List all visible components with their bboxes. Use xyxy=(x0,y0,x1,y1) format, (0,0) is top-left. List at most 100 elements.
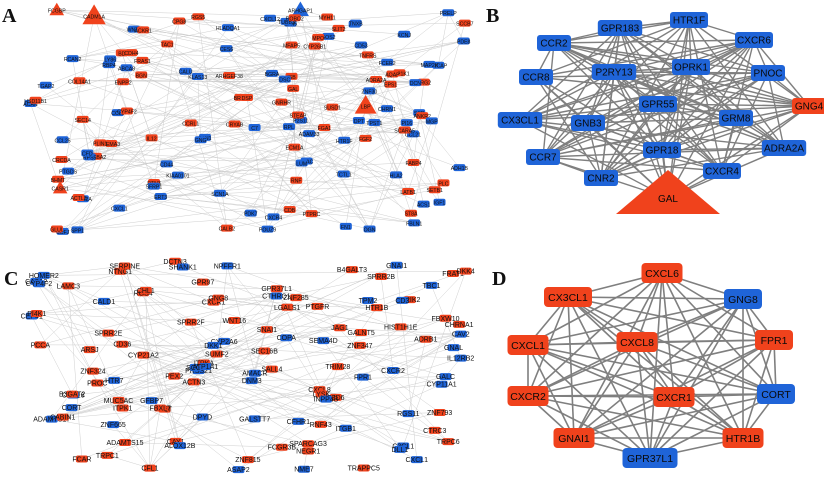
node-label: SPRR2E xyxy=(94,331,122,338)
node-cxcl1: CXCL1 xyxy=(507,335,549,355)
node-label: ALOX12B xyxy=(164,443,195,450)
node-box xyxy=(72,194,85,202)
network-node: IL12RB2 xyxy=(447,354,474,363)
node-label: GALC xyxy=(436,374,455,381)
node-box xyxy=(285,41,298,49)
node-label: CEP41 xyxy=(21,314,43,321)
network-node: KCNJ xyxy=(397,30,411,39)
node-label: ENPP2 xyxy=(115,80,132,86)
network-node: SHANK1 xyxy=(169,263,197,271)
network-node: SLIT2 xyxy=(332,24,346,33)
node-box xyxy=(218,337,231,345)
node-label: DKK1 xyxy=(204,343,222,350)
node-box xyxy=(107,421,120,429)
edge xyxy=(535,72,769,78)
node-label: CXCR1 xyxy=(656,392,692,404)
node-label: SHANK1 xyxy=(169,264,197,271)
node-box xyxy=(361,297,374,305)
node-box xyxy=(143,464,156,472)
node-box xyxy=(55,156,68,164)
node-box xyxy=(751,65,785,81)
edge xyxy=(82,110,128,199)
edge xyxy=(721,105,810,172)
network-node: FBXL7 xyxy=(150,404,171,413)
node-cxcr6: CXCR6 xyxy=(735,32,773,48)
node-box xyxy=(363,225,376,233)
node-label: CCR2 xyxy=(540,39,568,50)
edge xyxy=(246,97,414,135)
edge xyxy=(126,110,235,125)
edge xyxy=(124,347,454,443)
node-gng8: GNG8 xyxy=(724,289,762,309)
network-node: BHMT xyxy=(51,175,66,184)
network-node: B4GALT3 xyxy=(337,266,367,274)
network-node: FGA1 xyxy=(318,123,331,132)
node-box xyxy=(127,25,140,33)
node-label: WNT1 xyxy=(127,28,142,34)
network-node: TNXB xyxy=(349,19,363,28)
node-box xyxy=(105,139,118,147)
network-node: ZNF324 xyxy=(80,367,106,376)
edge xyxy=(68,285,123,409)
node-label: CXCR4 xyxy=(265,215,283,221)
node-box xyxy=(45,415,58,423)
node-label: CCL21 xyxy=(405,132,421,138)
network-node: ACTL3 xyxy=(70,194,87,202)
edge xyxy=(56,9,423,116)
network-node: IL12 xyxy=(145,134,158,142)
node-label: CES6 xyxy=(220,47,234,53)
node-label: PTGDS xyxy=(59,170,77,176)
network-node: HOMER2 xyxy=(29,271,59,280)
edge xyxy=(527,298,744,346)
edge xyxy=(143,354,327,400)
node-gpr37l1: GPR37L1 xyxy=(622,448,678,468)
edge xyxy=(218,297,401,328)
network-node: GOS2 xyxy=(321,32,336,41)
node-box xyxy=(622,448,678,468)
network-node: AMACR xyxy=(242,369,267,378)
network-node: RNF43 xyxy=(310,420,332,429)
node-box xyxy=(114,267,127,275)
edge xyxy=(198,16,294,89)
node-label: AQAP xyxy=(385,72,400,78)
edge xyxy=(613,71,663,151)
node-box xyxy=(390,261,403,269)
edge xyxy=(103,301,377,308)
node-box xyxy=(241,94,254,102)
edge xyxy=(60,156,90,189)
node-box xyxy=(319,395,332,403)
node-label: ECM1A xyxy=(286,146,304,152)
node-box xyxy=(375,272,388,280)
edge xyxy=(306,160,370,230)
edge xyxy=(36,295,277,314)
node-box xyxy=(553,428,595,448)
edge xyxy=(30,103,268,230)
edge xyxy=(301,36,329,163)
node-box xyxy=(537,35,571,51)
edge xyxy=(613,71,723,172)
node-box xyxy=(616,332,658,352)
node-label: MFAP5 xyxy=(283,44,300,50)
node-pnoc: PNOC xyxy=(751,65,785,81)
node-label: ARSJ xyxy=(81,347,99,354)
node-box xyxy=(120,107,133,115)
network-node: FCAR xyxy=(72,455,91,463)
node-label: CX3CL1 xyxy=(548,292,588,304)
edge xyxy=(56,9,405,35)
node-label: SUSD1 xyxy=(324,106,341,112)
network-node: ATP1A1 xyxy=(193,363,218,371)
network-node: SUMF2 xyxy=(205,350,229,358)
network-node: DKK4 xyxy=(457,267,475,276)
network-node: TGAP2 xyxy=(37,81,54,90)
edge xyxy=(297,79,377,116)
node-box xyxy=(147,182,160,190)
network-node: ZNF347 xyxy=(347,341,373,350)
edge xyxy=(197,76,201,140)
edge xyxy=(290,12,449,24)
network-node: RBP4 xyxy=(102,61,116,69)
node-box xyxy=(194,136,207,144)
node-box xyxy=(228,120,241,128)
network-node: MGP xyxy=(425,117,438,125)
node-triangle xyxy=(616,170,720,214)
edge xyxy=(36,281,203,418)
